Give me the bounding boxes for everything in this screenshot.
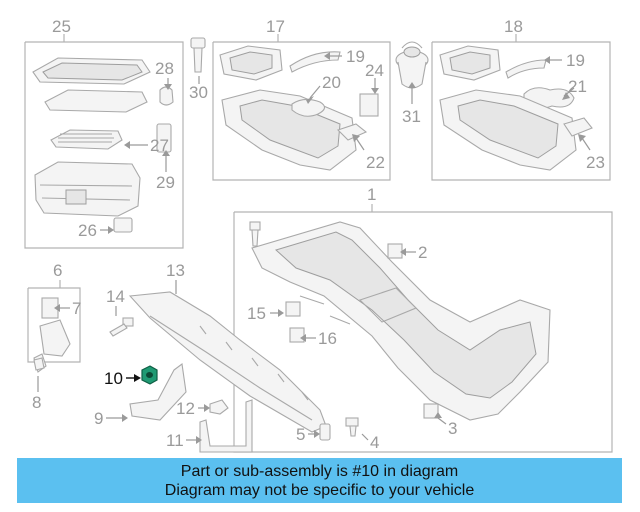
nut-12 (209, 399, 229, 415)
group-25-box (24, 34, 184, 249)
callout-labels: 25 28 30 17 19 24 20 18 19 21 27 29 31 2… (32, 17, 605, 452)
bracket-9 (129, 363, 187, 421)
callout-17: 17 (266, 17, 285, 36)
callout-1: 1 (367, 185, 376, 204)
storage-lid-part (32, 57, 174, 233)
main-console-1 (233, 204, 613, 453)
callout-5: 5 (296, 425, 305, 444)
callout-20: 20 (322, 73, 341, 92)
console-tray-18 (439, 45, 593, 171)
callout-19-b: 19 (566, 51, 585, 70)
cup-holder-31 (395, 41, 429, 89)
callout-15: 15 (247, 304, 266, 323)
bracket-11 (199, 399, 253, 453)
side-panel-13 (128, 291, 327, 433)
group-17-box (212, 34, 391, 181)
callout-6: 6 (53, 261, 62, 280)
banner-line-2: Diagram may not be specific to your vehi… (164, 481, 475, 499)
callout-14: 14 (106, 287, 125, 306)
callout-23: 23 (586, 153, 605, 172)
callout-9: 9 (94, 409, 103, 428)
callout-18: 18 (504, 17, 523, 36)
callout-7: 7 (72, 299, 81, 318)
callout-13: 13 (166, 261, 185, 280)
banner-line-1: Part or sub-assembly is #10 in diagram (180, 462, 459, 480)
group-18-box (431, 34, 611, 181)
callout-29: 29 (156, 173, 175, 192)
info-banner: Part or sub-assembly is #10 in diagram D… (17, 458, 622, 503)
callout-24: 24 (365, 61, 384, 80)
nut-8 (33, 357, 45, 371)
clip-5 (319, 423, 331, 441)
callout-4: 4 (370, 433, 379, 452)
callout-12: 12 (176, 399, 195, 418)
fastener-30 (190, 37, 206, 73)
callout-31: 31 (402, 107, 421, 126)
callout-27: 27 (150, 136, 169, 155)
callout-10: 10 (104, 369, 123, 388)
callout-16: 16 (318, 329, 337, 348)
screw-4 (345, 417, 359, 437)
console-tray-17 (219, 45, 379, 171)
callout-26: 26 (78, 221, 97, 240)
callout-8: 8 (32, 393, 41, 412)
parts-diagram: 25 28 30 17 19 24 20 18 19 21 27 29 31 2… (24, 17, 613, 453)
callout-21: 21 (568, 77, 587, 96)
callout-30: 30 (189, 83, 208, 102)
callout-11: 11 (166, 431, 184, 450)
callout-22: 22 (366, 153, 385, 172)
callout-25: 25 (52, 17, 71, 36)
highlighted-part-10 (141, 365, 158, 385)
leader-lines (37, 52, 591, 444)
callout-3: 3 (448, 419, 457, 438)
callout-28: 28 (155, 59, 174, 78)
bolt-14 (109, 317, 134, 337)
callout-19-a: 19 (346, 47, 365, 66)
callout-2: 2 (418, 243, 427, 262)
group-6-box (27, 280, 81, 363)
